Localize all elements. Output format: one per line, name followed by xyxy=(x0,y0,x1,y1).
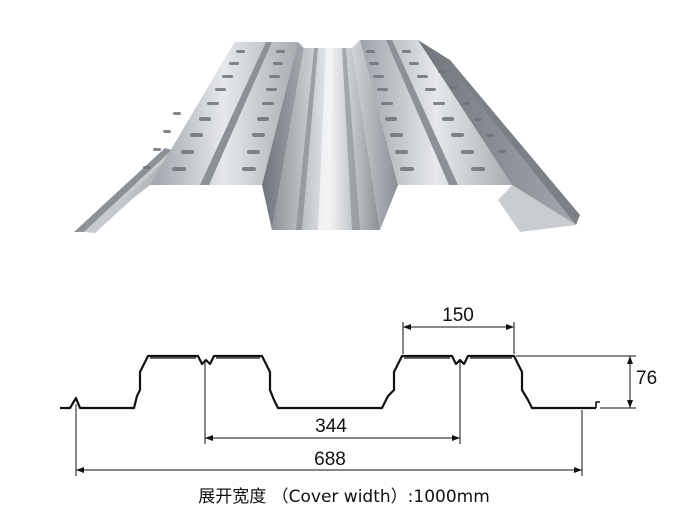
profile-drawing xyxy=(60,354,600,410)
right-rib-embossments xyxy=(366,50,506,171)
deck-panel-illustration xyxy=(74,40,580,233)
profile-outline xyxy=(60,354,596,410)
right-rib-top xyxy=(360,40,512,185)
right-edge-flange xyxy=(448,60,580,225)
left-rib-top xyxy=(150,42,298,185)
dimension-lines xyxy=(75,322,636,476)
dimension-half-pitch: 344 xyxy=(315,416,347,437)
dimension-full-pitch: 688 xyxy=(314,449,346,470)
left-edge-flange xyxy=(74,148,172,232)
cover-width-caption: 展开宽度 （Cover width）:1000mm xyxy=(198,487,490,507)
right-rib-outer-side xyxy=(418,40,576,225)
dimension-top-rib-width: 150 xyxy=(442,305,474,326)
left-rib-inner-side xyxy=(262,42,304,230)
left-rib-embossments xyxy=(143,50,285,171)
right-rib-inner-side xyxy=(352,40,398,230)
dimension-profile-height: 76 xyxy=(636,368,657,389)
